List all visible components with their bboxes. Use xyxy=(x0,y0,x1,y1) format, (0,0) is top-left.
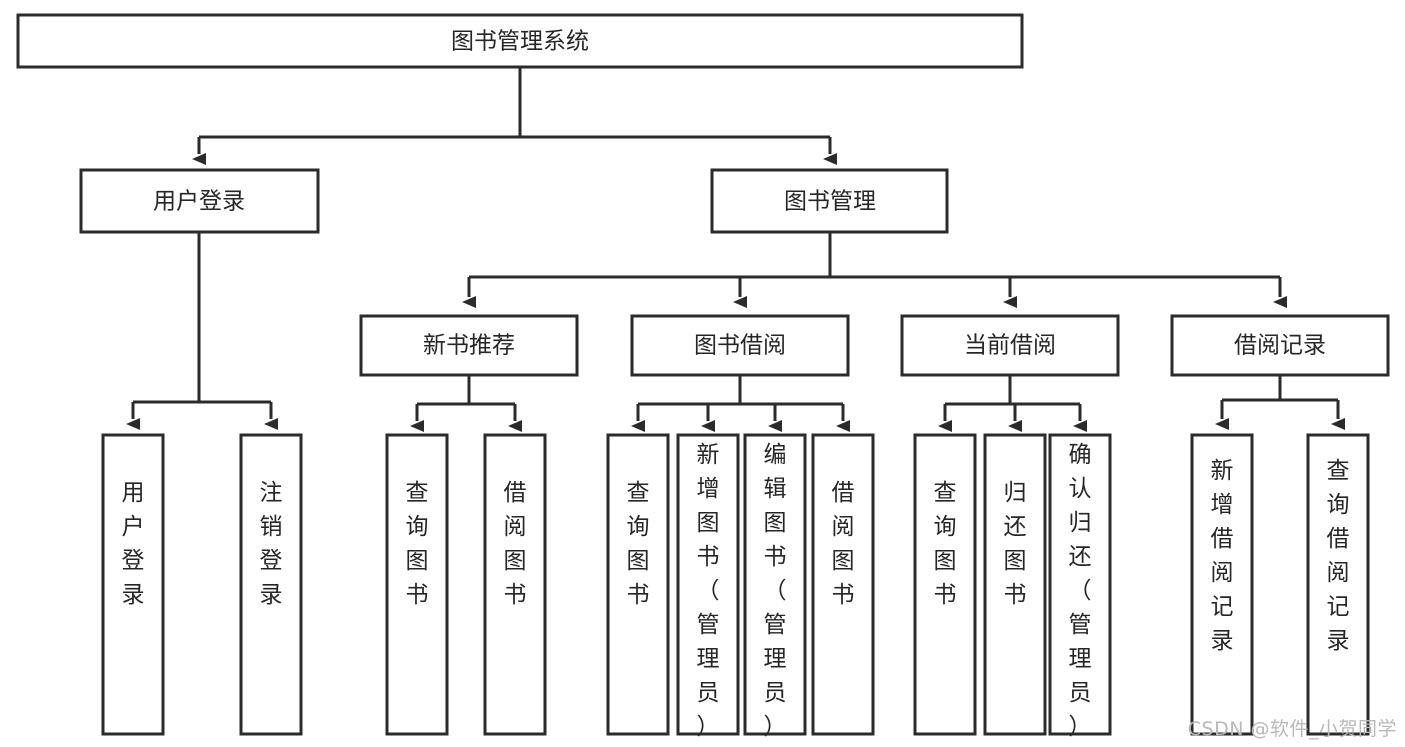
connector-borrow-record-to-leaves xyxy=(1215,375,1345,430)
leaf-book-borrow-edit[interactable]: 编辑图书（管理员） xyxy=(743,433,807,740)
leaf-book-borrow-add[interactable]: 新增图书（管理员） xyxy=(676,433,740,740)
leaf-user-login-logout[interactable]: 注销登录 xyxy=(239,433,303,736)
node-borrow-record-label: 借阅记录 xyxy=(1234,333,1326,359)
connector-user-login-to-leaves xyxy=(126,232,278,430)
node-borrow-record[interactable]: 借阅记录 xyxy=(1170,314,1390,377)
connector-current-borrow-to-leaves xyxy=(938,375,1087,432)
leaf-user-login-logout-label: 注销登录 xyxy=(260,480,283,608)
leaf-book-borrow-query-label: 查询图书 xyxy=(627,480,650,608)
node-user-login[interactable]: 用户登录 xyxy=(79,168,320,234)
leaf-current-borrow-query-label: 查询图书 xyxy=(934,480,957,608)
leaf-borrow-record-add-label: 新增借阅记录 xyxy=(1211,458,1234,654)
csdn-watermark: CSDN @软件_小贺同学 xyxy=(1187,718,1397,740)
leaf-new-book-borrow-label: 借阅图书 xyxy=(504,480,527,608)
connector-new-book-to-leaves xyxy=(410,375,522,432)
connector-book-borrow-to-leaves xyxy=(631,375,850,432)
node-root-system[interactable]: 图书管理系统 xyxy=(16,13,1024,69)
node-book-borrow[interactable]: 图书借阅 xyxy=(630,314,850,377)
leaf-new-book-borrow[interactable]: 借阅图书 xyxy=(483,433,547,736)
connector-root-to-level2 xyxy=(192,67,837,165)
node-book-management-label: 图书管理 xyxy=(784,189,876,215)
leaf-borrow-record-add[interactable]: 新增借阅记录 xyxy=(1190,433,1254,736)
leaf-current-borrow-confirm[interactable]: 确认归还（管理员） xyxy=(1048,433,1112,740)
leaf-book-borrow-borrow-label: 借阅图书 xyxy=(832,480,855,608)
leaf-new-book-query[interactable]: 查询图书 xyxy=(385,433,449,736)
leaf-current-borrow-return[interactable]: 归还图书 xyxy=(983,433,1047,736)
connector-book-manage-to-level3 xyxy=(462,232,1287,308)
node-current-borrow-label: 当前借阅 xyxy=(964,333,1056,359)
leaf-user-login-login-label: 用户登录 xyxy=(122,480,145,608)
node-book-management[interactable]: 图书管理 xyxy=(710,168,949,234)
leaf-current-borrow-query[interactable]: 查询图书 xyxy=(913,433,977,736)
leaf-new-book-query-label: 查询图书 xyxy=(406,480,429,608)
node-new-book-recommend-label: 新书推荐 xyxy=(423,333,515,359)
leaf-book-borrow-query[interactable]: 查询图书 xyxy=(606,433,670,736)
leaf-user-login-login[interactable]: 用户登录 xyxy=(101,433,165,736)
node-root-label: 图书管理系统 xyxy=(451,29,589,55)
node-new-book-recommend[interactable]: 新书推荐 xyxy=(359,314,579,377)
node-user-login-label: 用户登录 xyxy=(153,189,245,215)
leaf-borrow-record-query[interactable]: 查询借阅记录 xyxy=(1306,433,1370,736)
node-book-borrow-label: 图书借阅 xyxy=(694,333,786,359)
leaf-book-borrow-edit-label: 编辑图书（管理员） xyxy=(764,442,787,740)
leaf-book-borrow-borrow[interactable]: 借阅图书 xyxy=(811,433,875,736)
leaf-current-borrow-confirm-label: 确认归还（管理员） xyxy=(1069,442,1092,740)
leaf-borrow-record-query-label: 查询借阅记录 xyxy=(1327,458,1350,654)
node-current-borrow[interactable]: 当前借阅 xyxy=(900,314,1120,377)
leaf-book-borrow-add-label: 新增图书（管理员） xyxy=(697,442,720,740)
leaf-current-borrow-return-label: 归还图书 xyxy=(1004,480,1027,608)
